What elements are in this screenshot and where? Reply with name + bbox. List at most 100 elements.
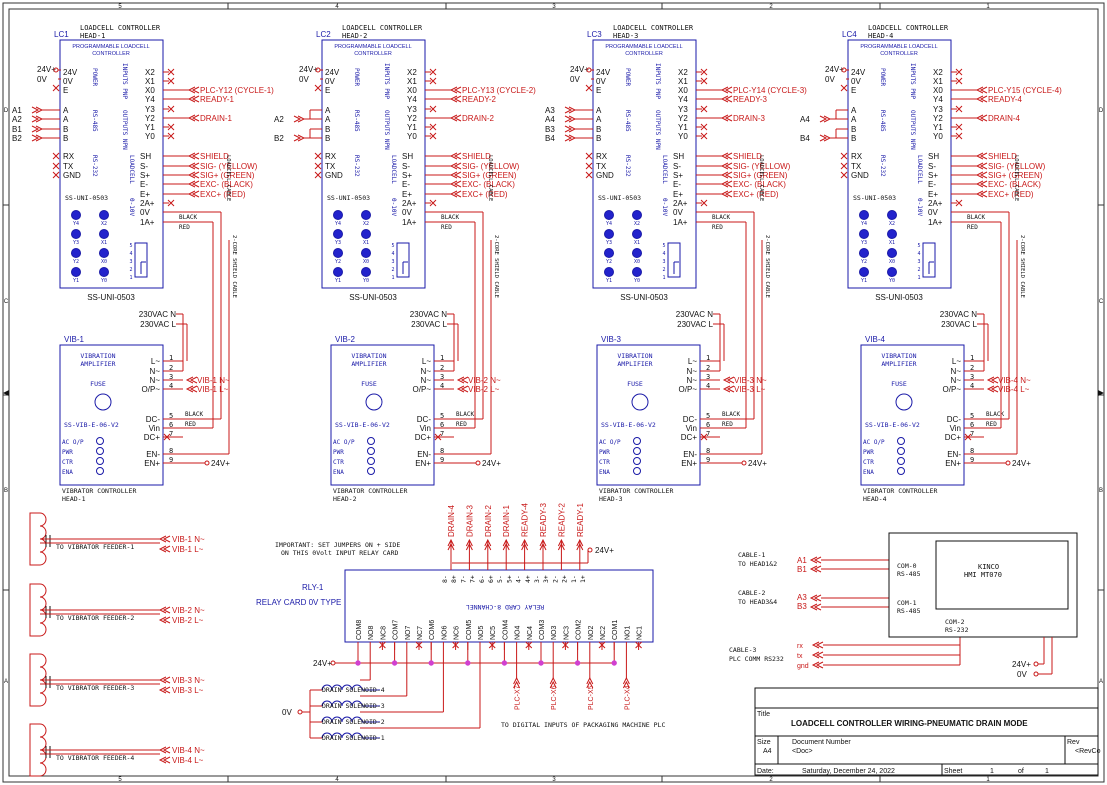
offpage-arrow-icon xyxy=(975,152,988,160)
plc-input-label: PLC-X6 xyxy=(551,685,558,710)
ready-net-label: READY-3 xyxy=(733,95,767,104)
no-connect-x-icon xyxy=(585,171,593,179)
power-label: 24V+ xyxy=(825,65,844,74)
jumper-block xyxy=(667,242,681,278)
pin-label: 0V xyxy=(928,208,938,217)
pin-label: X2 xyxy=(678,68,688,77)
relay-input-label: READY-1 xyxy=(576,503,585,537)
power-label: 24V+ xyxy=(570,65,589,74)
controller-model: SS-UNI-0503 xyxy=(620,293,668,302)
vibrator-id: VIB-1 xyxy=(64,335,85,344)
relay-input-label: DRAIN-4 xyxy=(447,504,456,537)
vib-pin-label: DC- xyxy=(947,415,962,424)
cable-label: TO HEAD1&2 xyxy=(738,560,777,568)
pin-label: SH xyxy=(928,152,939,161)
side-label: RS-485 xyxy=(624,110,631,132)
pin-label: X0 xyxy=(678,86,688,95)
relay-bottom-pin: NC5 xyxy=(490,626,497,640)
side-label: RS-232 xyxy=(91,155,98,177)
jumper-number: 1 xyxy=(917,275,920,281)
led-indicator xyxy=(71,248,81,258)
vib-head: HEAD-3 xyxy=(599,495,623,503)
border-col-label: 2 xyxy=(769,4,773,10)
led-label: X2 xyxy=(363,221,369,227)
pin-number: 3 xyxy=(169,373,173,381)
feeder-net-label: VIB-4 L~ xyxy=(172,756,204,765)
sheet-value: 1 xyxy=(990,768,994,775)
no-connect-x-icon xyxy=(52,84,60,92)
junction-dot xyxy=(391,660,398,666)
relay-bottom-pin: NO2 xyxy=(588,626,595,641)
offpage-arrow-icon xyxy=(185,385,198,393)
rev-value: <RevCo xyxy=(1075,748,1101,755)
pin-number: 1 xyxy=(440,354,444,362)
loadcell-wire-label: SIG- (YELLOW) xyxy=(462,162,520,171)
no-connect-x-icon xyxy=(700,433,708,441)
pin-label: Y1 xyxy=(407,123,417,132)
pin-number: 1 xyxy=(706,354,710,362)
no-connect-x-icon xyxy=(379,641,386,649)
loadcell-wire-label: EXC+ (RED) xyxy=(462,190,508,199)
drawing-title: LOADCELL CONTROLLER WIRING-PNEUMATIC DRA… xyxy=(791,719,1028,728)
led-indicator xyxy=(633,437,641,445)
led-indicator xyxy=(887,229,897,239)
pin-label: B xyxy=(596,125,601,134)
controller-id: LC1 xyxy=(54,30,69,39)
jumper-number: 5 xyxy=(391,243,394,249)
offpage-arrow-icon xyxy=(185,376,198,384)
drain-net-label: DRAIN-3 xyxy=(733,114,766,123)
terminal-circle xyxy=(330,660,336,666)
pin-label: X1 xyxy=(678,77,688,86)
relay-bottom-pin: NO7 xyxy=(405,626,412,641)
pin-label: 1A+ xyxy=(928,218,943,227)
ac-input-label: 230VAC L xyxy=(677,320,713,329)
led-indicator xyxy=(71,267,81,277)
offpage-arrow-icon xyxy=(449,86,462,94)
offpage-arrow-icon xyxy=(722,385,735,393)
no-connect-x-icon xyxy=(700,132,708,140)
side-label: LOADCELL xyxy=(661,155,668,184)
led-label: Y3 xyxy=(335,240,341,246)
ac-input-label: 230VAC L xyxy=(140,320,176,329)
pin-number: 6 xyxy=(440,421,444,429)
loadcell-wire-label: EXC- (BLACK) xyxy=(200,180,253,189)
cable-signal: tx xyxy=(797,653,803,660)
led-indicator xyxy=(96,457,104,465)
pin-label: E xyxy=(851,86,856,95)
jumper-number: 1 xyxy=(129,275,132,281)
pin-label: 2A+ xyxy=(673,199,688,208)
title-block xyxy=(754,687,1099,776)
no-connect-x-icon xyxy=(429,199,437,207)
led-indicator xyxy=(367,467,375,475)
inner-subtitle: CONTROLLER xyxy=(92,51,130,57)
led-indicator xyxy=(367,447,375,455)
pin-label: TX xyxy=(596,162,607,171)
led-indicator xyxy=(897,447,905,455)
vib-pin-label: Vin xyxy=(149,424,160,433)
fuse-icon xyxy=(631,393,649,411)
border-col-label: 2 xyxy=(769,777,773,783)
offpage-arrow-icon xyxy=(31,125,44,133)
vib-pin-label: N~ xyxy=(150,376,161,385)
vib-title: VIBRATION xyxy=(80,352,115,360)
led-indicator xyxy=(604,267,614,277)
terminal-circle xyxy=(1033,661,1039,667)
relay-input-label: DRAIN-1 xyxy=(502,504,511,537)
side-label: 0-10V xyxy=(661,198,668,216)
loadcell-controller-box xyxy=(847,39,952,289)
side-label: POWER xyxy=(624,68,631,86)
relay-input-label: READY-3 xyxy=(539,503,548,537)
pin-number: 5 xyxy=(169,412,173,420)
relay-inverted-label: RELAY CARD 8-CHANNEL xyxy=(466,603,544,611)
relay-note: ON THIS 0Volt INPUT RELAY CARD xyxy=(281,549,398,557)
inner-subtitle: CONTROLLER xyxy=(354,51,392,57)
pin-label: E+ xyxy=(928,190,938,199)
offpage-arrow-icon xyxy=(622,676,630,689)
vib-pin-label: N~ xyxy=(421,376,432,385)
feeder-label: TO VIBRATOR FEEDER-1 xyxy=(56,543,134,551)
led-indicator xyxy=(887,248,897,258)
vib-led-label: AC O/P xyxy=(333,439,355,446)
offpage-arrow-icon xyxy=(449,171,462,179)
fuse-icon xyxy=(895,393,913,411)
supply-label: 24V+ xyxy=(748,459,767,468)
